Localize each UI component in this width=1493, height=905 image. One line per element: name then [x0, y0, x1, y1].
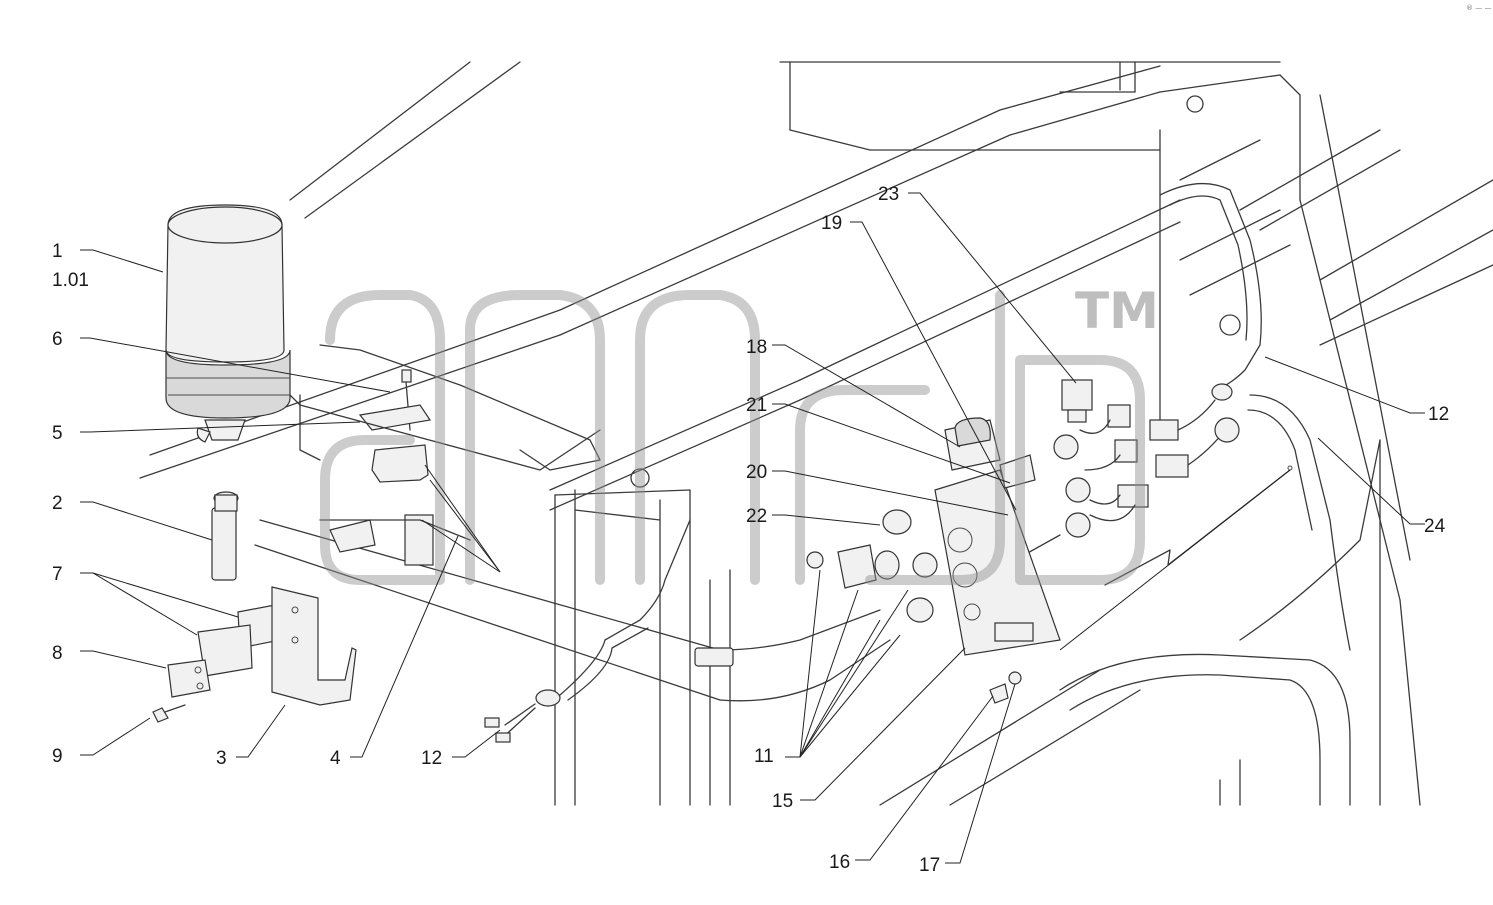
callout-8: 8 [52, 643, 63, 664]
callout-9: 9 [52, 746, 63, 767]
callout-12-right: 12 [1428, 404, 1449, 425]
switch-panel [806, 379, 1293, 704]
callout-15: 15 [772, 791, 793, 812]
callout-17: 17 [919, 855, 940, 876]
callout-19: 19 [821, 213, 842, 234]
corner-mark: ® — — [1466, 4, 1491, 12]
callout-12-left: 12 [421, 748, 442, 769]
callout-1-01: 1.01 [52, 270, 89, 291]
mount-parts [152, 344, 601, 723]
callout-11: 11 [754, 746, 774, 767]
callout-labels: 1 1.01 6 5 2 7 8 9 3 4 12 11 15 16 17 23… [52, 184, 1449, 876]
callout-3: 3 [216, 748, 227, 769]
watermark: TM [320, 282, 1159, 585]
callout-21: 21 [746, 395, 767, 416]
callout-16: 16 [829, 852, 850, 873]
callout-5: 5 [52, 423, 63, 444]
leader-lines [80, 192, 1425, 864]
callout-7: 7 [52, 564, 63, 585]
callout-4: 4 [330, 748, 341, 769]
callout-6: 6 [52, 329, 63, 350]
callout-20: 20 [746, 462, 767, 483]
callout-1: 1 [52, 241, 63, 262]
callout-24: 24 [1424, 516, 1446, 537]
callout-2: 2 [52, 493, 63, 514]
callout-22: 22 [746, 506, 767, 527]
trademark-label: TM [1075, 282, 1159, 340]
callout-23: 23 [878, 184, 899, 205]
beacon-lamp [165, 204, 291, 443]
callout-18: 18 [746, 337, 767, 358]
cab-frame [139, 61, 1493, 806]
harness-left [484, 519, 691, 743]
